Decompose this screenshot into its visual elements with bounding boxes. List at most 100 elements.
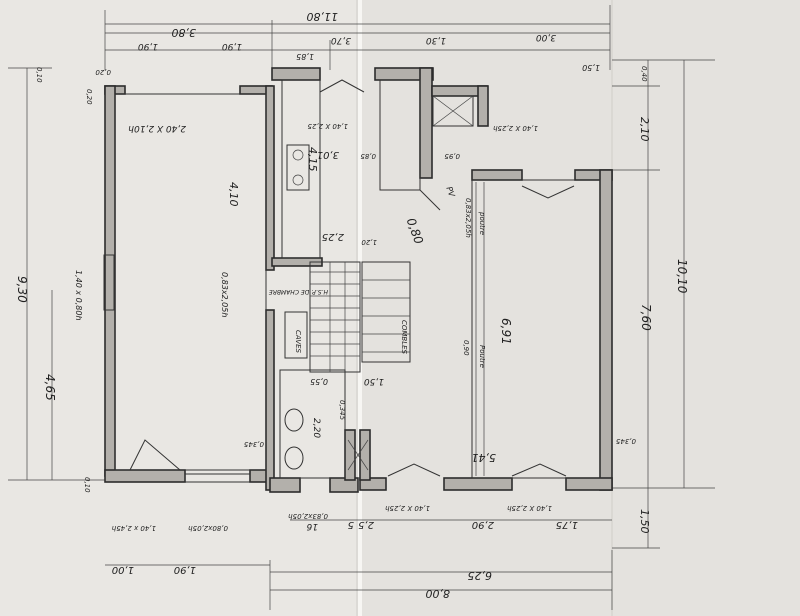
label-left-930: 9,30 xyxy=(15,276,29,303)
label-right-760: 7,60 xyxy=(639,304,653,331)
label-dim-220: 2,20 xyxy=(311,418,321,438)
label-dim-541: 5,41 xyxy=(472,451,497,464)
label-bottom-625: 6,25 xyxy=(468,569,493,582)
label-small-20-top: 0,20 xyxy=(95,68,111,76)
label-dim-150: 1,50 xyxy=(364,376,384,386)
label-door-living: 0,83x2,05h xyxy=(220,272,229,317)
label-top-mid: 3,70 xyxy=(331,35,351,45)
stair-outline xyxy=(309,261,361,373)
label-top-right-sub: 1,50 xyxy=(582,63,600,72)
label-door-095: 0,95 xyxy=(444,152,460,160)
label-kitchen-win: 1,40 X 2,25 xyxy=(307,122,348,130)
sink-bowl-a xyxy=(292,149,304,161)
shaft-box xyxy=(432,95,474,127)
label-top-total: 11,80 xyxy=(307,10,339,23)
wall-living-right-lower xyxy=(265,309,275,491)
label-bottom-100: 1,00 xyxy=(112,564,134,575)
bathroom-outline xyxy=(279,369,346,479)
label-win-bottom-mid: 1,40 X 2,25h xyxy=(385,504,430,512)
label-dim-0345-bedroom: 0,345 xyxy=(615,437,636,445)
label-bottom-190: 1,90 xyxy=(174,564,196,575)
label-dim-055: 0,55 xyxy=(310,377,328,386)
toilet-bowl xyxy=(284,408,304,432)
wall-living-right-upper xyxy=(265,85,275,271)
wall-bedroom-bottom-left xyxy=(359,477,387,491)
door-kitchen-top xyxy=(319,79,365,93)
paper-left-half xyxy=(0,0,360,616)
door-bedroom-top xyxy=(521,185,575,199)
wall-bath-bottom xyxy=(269,477,301,493)
label-bottom-290: 2,90 xyxy=(472,519,494,530)
door-bottom-right xyxy=(511,463,567,477)
interior-lines xyxy=(114,79,601,479)
staircase xyxy=(309,261,411,373)
label-kitchen-415: 4,15 xyxy=(306,147,319,172)
label-bottom-25: 2,5 xyxy=(358,519,374,530)
storage-cabinet xyxy=(284,311,308,359)
label-win-living-side: 1,40 x 0,80h xyxy=(74,270,83,321)
wall-hall-right xyxy=(477,85,489,127)
label-poutre-mid: Poutre xyxy=(478,345,486,368)
label-bottom-175: 1,75 xyxy=(556,519,578,530)
label-bottom-16: 16 xyxy=(306,521,318,531)
bath-diag-b xyxy=(347,439,369,471)
label-hauteur: H.S.P. DE CHAMBRE xyxy=(269,288,328,295)
label-dim-090: 0,90 xyxy=(462,340,470,356)
wall-kitchen-top xyxy=(271,67,321,81)
label-right-1010: 10,10 xyxy=(675,259,689,294)
wall-center-right xyxy=(419,67,433,179)
label-win-living-top: 2,40 X 2,10h xyxy=(128,123,186,133)
label-caves: CAVES xyxy=(294,330,302,354)
right-dimensions: 0,40 2,10 7,60 10,10 1,50 xyxy=(612,59,715,549)
label-top-left-sub-a: 1,90 xyxy=(138,41,158,51)
kitchen-sink xyxy=(286,144,310,191)
door-living-bottom xyxy=(129,439,181,471)
label-door-083: 0,83x2,05h xyxy=(464,198,472,238)
wall-bedroom-bottom-mid xyxy=(443,477,513,491)
label-stair-door: 0,83x2,05h xyxy=(288,512,328,520)
label-top-kitchen: 1,85 xyxy=(296,52,314,61)
label-bottom-5: 5 xyxy=(348,519,354,530)
wall-bedroom-top-left xyxy=(471,169,523,181)
label-left-010-top: 0,10 xyxy=(35,67,43,83)
label-win-living-bottom-left: 1,40 x 2,45h xyxy=(112,524,156,532)
label-win-bottom-right: 1,40 X 2,25h xyxy=(507,504,552,512)
door-hall-diag xyxy=(419,189,441,211)
label-bottom-800: 8,00 xyxy=(426,587,451,600)
label-left-small: 0,20 xyxy=(85,89,93,105)
label-right-150: 1,50 xyxy=(638,509,651,534)
label-tr-040: 0,40 xyxy=(640,66,648,82)
left-dimensions: 9,30 4,65 0,10 0,10 0,20 xyxy=(8,67,105,493)
window-living-side xyxy=(103,254,115,311)
label-left-465: 4,65 xyxy=(43,374,57,401)
label-poutre-top: poutre xyxy=(478,211,486,235)
kitchen-right-room xyxy=(379,79,421,191)
label-top-mid-sub: 1,30 xyxy=(426,35,446,45)
sink-bath xyxy=(284,446,304,470)
bedroom-outline xyxy=(471,179,601,479)
stair-right-outline xyxy=(361,261,411,363)
label-combles: COMBLES xyxy=(400,320,408,355)
sink-bowl-b xyxy=(292,174,304,186)
kitchen-counter xyxy=(281,79,321,259)
label-top-right: 3,00 xyxy=(536,32,556,42)
label-height-living: 4,10 xyxy=(227,182,240,207)
bottom-dimensions: 1,00 1,90 2,90 1,75 2,5 5 16 6,25 8,00 xyxy=(105,519,613,610)
room-labels: 2,40 X 2,10h 4,10 0,83x2,05h 1,40 x 0,80… xyxy=(74,122,636,532)
wall-bath-right-b xyxy=(359,429,371,481)
label-kitchen-301: 3,01 xyxy=(317,149,339,160)
label-win-right-top: 1,40 X 2,25h xyxy=(493,124,538,132)
wall-bedroom-bottom-right xyxy=(565,477,613,491)
label-left-010-bottom: 0,10 xyxy=(83,477,91,493)
wall-bedroom-right xyxy=(599,169,613,491)
door-bottom-left xyxy=(387,463,441,477)
label-win-bottom-small: 0,80x2,05h xyxy=(188,524,228,532)
label-dim-120: 1,20 xyxy=(361,238,377,246)
label-dim-0345-bath: 0,345 xyxy=(338,400,346,421)
label-door-pv: PV xyxy=(444,185,456,198)
top-dimensions: 11,80 3,80 1,90 1,90 1,85 3,70 1,30 3,00… xyxy=(95,5,611,76)
wall-bath-right xyxy=(344,429,356,481)
doors xyxy=(103,79,575,483)
label-top-left-sub-b: 1,90 xyxy=(222,41,242,51)
